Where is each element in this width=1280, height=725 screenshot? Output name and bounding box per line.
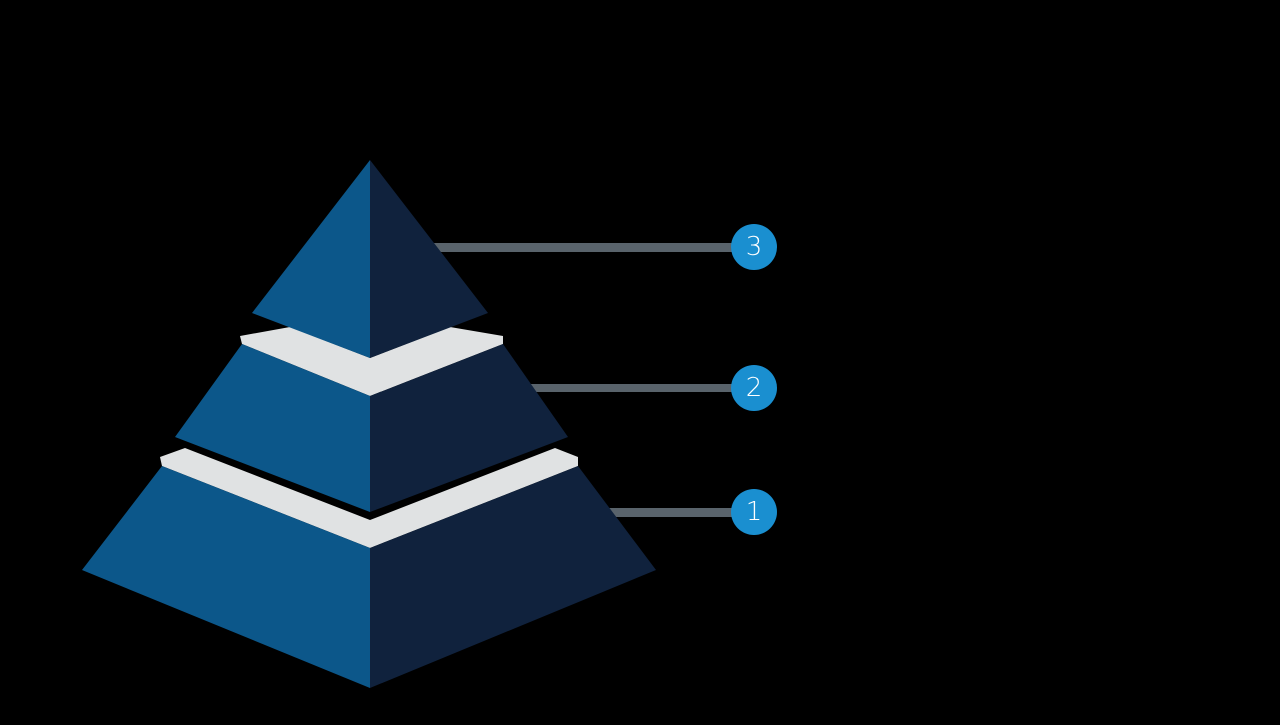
connector-line-2 [520, 384, 735, 392]
tier-2-left-face [175, 344, 370, 512]
badge-2-circle [731, 365, 777, 411]
badge-3-circle [731, 224, 777, 270]
badge-1-circle [731, 489, 777, 535]
badge-3: 3 [731, 224, 777, 270]
tier-3-left-face [252, 160, 370, 358]
badge-1: 1 [731, 489, 777, 535]
connector-line-3 [430, 243, 735, 252]
badge-2: 2 [731, 365, 777, 411]
pyramid-tier-1 [82, 448, 656, 688]
connector-line-1 [600, 508, 735, 517]
tier-separator-2 [240, 327, 503, 396]
tier-1-right-face [370, 466, 656, 688]
tier-2-right-face [370, 344, 568, 512]
badge-1-number: 1 [746, 497, 763, 527]
badge-2-number: 2 [746, 373, 763, 403]
connector-lines [430, 243, 735, 517]
tier-separator-1 [160, 448, 578, 548]
pyramid-tier-2 [175, 327, 568, 512]
pyramid-tier-3 [252, 160, 488, 358]
tier-3-right-face [370, 160, 488, 358]
tier-1-left-face [82, 466, 370, 688]
badge-3-number: 3 [746, 232, 763, 262]
